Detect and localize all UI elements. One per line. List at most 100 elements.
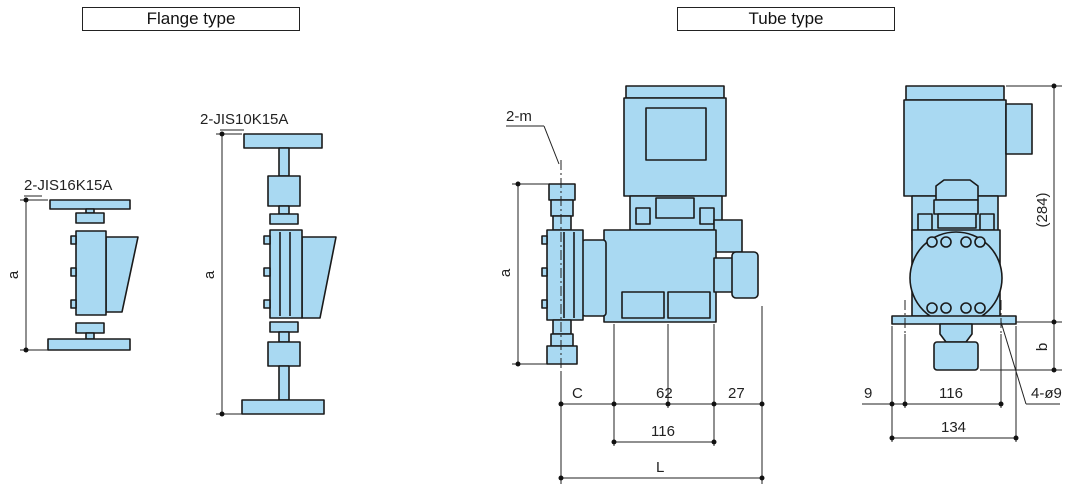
- pump-head-bolt: [541, 235, 548, 245]
- flange-10k-bottom-nut: [269, 321, 299, 333]
- dim-dot: [889, 401, 895, 407]
- front-bolt: [974, 236, 986, 248]
- tube-front-view: (284) b 4-ø9 9 116 134: [862, 83, 1062, 442]
- flange-10k-callout: 2-JIS10K15A: [200, 111, 288, 128]
- flange-16k-bolt-1: [70, 235, 77, 245]
- front-dim-9: 9: [864, 385, 872, 402]
- flange-16k-pump-head: [75, 230, 107, 316]
- tube-side-dim-c: C: [572, 385, 583, 402]
- base-foot-right: [667, 291, 711, 319]
- dim-dot: [711, 401, 717, 407]
- pump-head: [546, 229, 584, 321]
- tube-side-dim-116: 116: [651, 423, 675, 440]
- front-bolt: [940, 236, 952, 248]
- tube-side-dim-27: 27: [728, 385, 745, 402]
- upper-valve-body: [550, 199, 574, 217]
- front-valve-top: [935, 179, 979, 201]
- front-bolt: [940, 302, 952, 314]
- flange-10k-drawing: a 2-JIS10K15A: [200, 111, 337, 417]
- flange-16k-dim-a: a: [5, 270, 22, 279]
- tube-type-header: Tube type: [677, 7, 895, 31]
- front-lower-valve: [933, 341, 979, 371]
- tube-side-dim-l: L: [656, 459, 664, 476]
- flange-10k-dim-a-dot: [219, 411, 225, 417]
- front-bolt: [926, 302, 938, 314]
- flange-16k-top-nut: [75, 212, 105, 224]
- stroke-knob-housing: [713, 219, 743, 253]
- front-gear-rib: [917, 213, 933, 231]
- tube-side-dim-a-dot: [515, 361, 521, 367]
- tube-side-dim-62: 62: [656, 385, 673, 402]
- flange-16k-bottom-flange: [47, 338, 131, 351]
- diaphragm-flange: [581, 239, 607, 317]
- dim-dot: [611, 439, 617, 445]
- adjust-neck: [713, 257, 735, 293]
- front-bolt: [960, 302, 972, 314]
- base-foot-left: [621, 291, 665, 319]
- front-base-plate: [891, 315, 1017, 325]
- flange-10k-bottom-flange: [241, 399, 325, 415]
- pump-head-bolt: [541, 267, 548, 277]
- flange-16k-dim-a-dot: [23, 197, 29, 203]
- dim-dot: [558, 475, 564, 481]
- front-dim-116: 116: [939, 385, 963, 402]
- flange-10k-bottom-pipe: [278, 365, 290, 401]
- gear-box-cover: [655, 197, 695, 219]
- front-lower-valve-nut: [939, 323, 973, 343]
- flange-10k-top-nut: [269, 213, 299, 225]
- tube-side-dim-a-dot: [515, 181, 521, 187]
- flange-16k-dim-a-dot: [23, 347, 29, 353]
- flange-10k-top-union: [267, 175, 301, 207]
- flange-16k-bottom-neck: [85, 332, 95, 340]
- flange-16k-top-flange: [49, 199, 131, 210]
- flange-16k-bolt-3: [70, 299, 77, 309]
- dim-dot: [889, 435, 895, 441]
- front-motor-top-cap: [905, 85, 1005, 101]
- flange-10k-bolt-1: [263, 235, 271, 245]
- flange-10k-pump-head: [269, 229, 303, 319]
- front-terminal-box: [1005, 103, 1033, 155]
- front-dim-b: b: [1034, 343, 1051, 351]
- holes-callout: 4-ø9: [1031, 385, 1062, 402]
- front-bolt: [974, 302, 986, 314]
- flange-10k-bottom-neck: [278, 331, 290, 343]
- front-valve-body: [933, 199, 979, 215]
- front-dim-284: (284): [1034, 192, 1051, 227]
- dim-dot: [902, 401, 908, 407]
- flange-16k-body-wedge: [105, 236, 139, 313]
- front-gear-rib: [979, 213, 995, 231]
- flange-type-header-text: Flange type: [146, 9, 236, 28]
- dim-dot: [1013, 435, 1019, 441]
- port-callout: 2-m: [506, 108, 532, 125]
- dim-dot: [759, 475, 765, 481]
- flange-10k-bolt-3: [263, 299, 271, 309]
- flange-10k-top-neck: [278, 205, 290, 215]
- dim-dot: [998, 401, 1004, 407]
- flange-10k-dim-a-dot: [219, 131, 225, 137]
- tube-side-view: 2-m a C 62 27 116 L: [497, 85, 765, 484]
- flange-10k-bottom-union: [267, 341, 301, 367]
- motor-top-cap: [625, 85, 725, 99]
- flange-16k-bolt-2: [70, 267, 77, 277]
- front-bolt: [926, 236, 938, 248]
- dim-dot: [1051, 319, 1057, 325]
- motor-terminal-box: [645, 107, 707, 161]
- tube-type-header-text: Tube type: [748, 9, 824, 28]
- flange-10k-top-pipe: [278, 147, 290, 177]
- dim-dot: [1051, 83, 1057, 89]
- port-callout-leader: [543, 125, 560, 165]
- flange-type-header: Flange type: [82, 7, 300, 31]
- dim-dot: [611, 401, 617, 407]
- pump-head-bolt: [541, 299, 548, 309]
- adjust-knob: [731, 251, 759, 299]
- flange-10k-top-flange: [243, 133, 323, 149]
- tube-side-dim-a: a: [497, 268, 514, 277]
- flange-10k-body-wedge: [301, 236, 337, 319]
- dim-dot: [1051, 367, 1057, 373]
- dim-dot: [558, 401, 564, 407]
- flange-10k-dim-a: a: [201, 270, 218, 279]
- dim-dot: [759, 401, 765, 407]
- front-valve-nut: [937, 213, 977, 229]
- holes-callout-leader: [1000, 321, 1027, 405]
